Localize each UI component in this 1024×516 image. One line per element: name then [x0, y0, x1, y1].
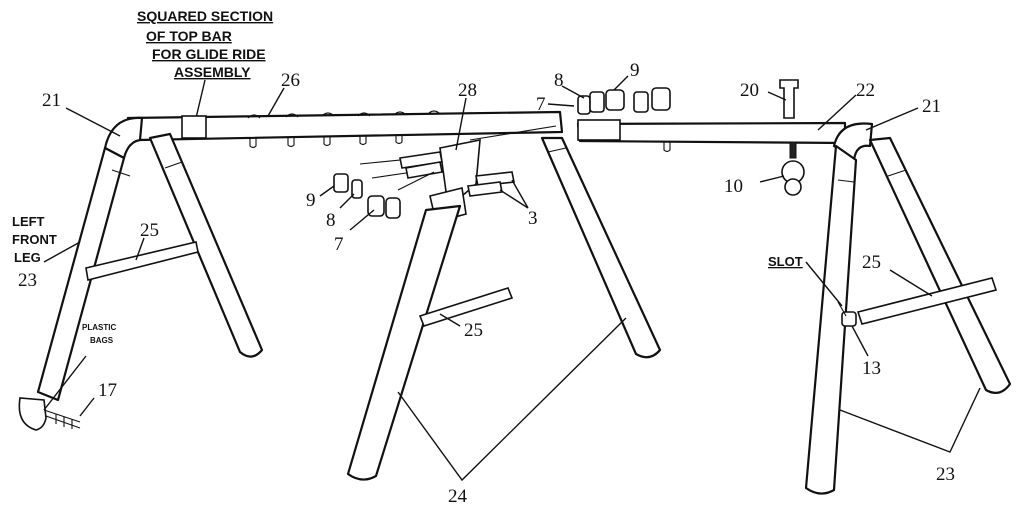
leader-21-right [865, 107, 919, 131]
leader-3 [499, 179, 529, 209]
callout-numbers: 21 21 26 28 8 9 7 20 22 10 25 23 9 8 7 3… [18, 60, 955, 507]
right-bar-bolt [663, 142, 671, 153]
title-line-3: FOR GLIDE RIDE [152, 46, 266, 62]
left-front-leg-23 [36, 146, 126, 402]
callout-21-right: 21 [922, 96, 941, 117]
text-labels: LEFT FRONT LEG PLASTIC BAGS SLOT [12, 214, 803, 345]
left-a-frame [18, 116, 264, 431]
leader-20 [767, 91, 787, 101]
callout-21-left: 21 [42, 90, 61, 111]
left-rear-leg [148, 132, 264, 358]
leader-10 [759, 175, 785, 183]
leader-24 [397, 317, 627, 482]
right-a-frame [804, 122, 1012, 495]
callout-9-upper: 9 [630, 60, 640, 81]
label-bags: BAGS [90, 336, 114, 345]
label-plastic: PLASTIC [82, 323, 116, 332]
nut-9-upper-a [605, 89, 625, 111]
leader-17 [79, 397, 95, 417]
screw-17 [43, 409, 81, 429]
nut-9-upper-c [651, 87, 671, 111]
leader-13 [851, 325, 869, 357]
center-front-leg-24 [346, 204, 462, 481]
callout-22: 22 [856, 80, 875, 101]
leader-25-center [439, 313, 461, 327]
left-corner-elbow [103, 116, 144, 160]
top-bar-coupler [577, 119, 621, 141]
top-bar-bolts [247, 110, 441, 149]
callout-24: 24 [448, 486, 468, 507]
callout-17: 17 [98, 380, 117, 401]
top-bar [126, 110, 847, 153]
callout-3: 3 [528, 208, 538, 229]
title-block: SQUARED SECTION OF TOP BAR FOR GLIDE RID… [137, 8, 273, 119]
callout-25-center: 25 [464, 320, 483, 341]
upper-hardware-cluster [577, 87, 671, 115]
callout-26: 26 [281, 70, 300, 91]
nut-9-left [333, 173, 349, 193]
right-front-leg [804, 144, 858, 495]
leader-lines [43, 75, 981, 482]
leader-26 [267, 87, 285, 117]
hook-10-ring [784, 178, 802, 196]
callout-25-left: 25 [140, 220, 159, 241]
bracket-bolt-upper [399, 151, 443, 169]
bolt-3-upper [475, 171, 515, 187]
leader-28 [455, 97, 467, 151]
washer-8-upper [589, 91, 605, 113]
callout-10: 10 [724, 176, 743, 197]
hanger-hardware [779, 79, 805, 196]
leader-9a [613, 75, 629, 91]
leader-25-left [135, 237, 145, 261]
title-line-2: OF TOP BAR [146, 28, 232, 44]
leader-8a [561, 85, 585, 99]
title-line-4: ASSEMBLY [174, 64, 251, 80]
leader-plastic-bags [43, 355, 87, 411]
callout-28: 28 [458, 80, 477, 101]
leader-22 [817, 94, 857, 131]
callout-23-right: 23 [936, 464, 955, 485]
center-rear-leg [540, 136, 662, 359]
washer-8-left [351, 179, 363, 199]
callout-23-left: 23 [18, 270, 37, 291]
callout-8-lower: 8 [326, 210, 336, 231]
leader-21-left [65, 107, 121, 137]
label-left: LEFT [12, 214, 45, 229]
label-front: FRONT [12, 232, 57, 247]
right-crossbar-25 [856, 277, 998, 325]
callout-25-right: 25 [862, 252, 881, 273]
washer-7-upper [577, 95, 591, 115]
leader-23-left [43, 241, 81, 263]
title-leader-line [195, 79, 206, 119]
leader-7b [349, 209, 375, 231]
callout-7-lower: 7 [334, 234, 344, 255]
leader-slot [805, 261, 843, 307]
callout-9-lower: 9 [306, 190, 316, 211]
bracket-bolt-lower [405, 161, 443, 179]
squared-section [181, 115, 207, 139]
callout-13: 13 [862, 358, 881, 379]
center-a-frame [333, 125, 662, 481]
title-line-1: SQUARED SECTION [137, 8, 273, 24]
leader-8b [339, 193, 355, 209]
callout-20: 20 [740, 80, 759, 101]
nut-9-upper-b [633, 91, 649, 113]
callout-7-upper: 7 [536, 94, 546, 115]
label-leg: LEG [14, 250, 41, 265]
plastic-bag-cap [18, 397, 47, 431]
leader-25-right [889, 269, 933, 297]
hook-shank [789, 141, 797, 159]
label-slot: SLOT [768, 254, 803, 269]
bolt-20 [779, 79, 799, 119]
leader-9b [319, 185, 335, 197]
leader-23-right [839, 387, 981, 453]
nut-7-left-b [385, 197, 401, 219]
callout-8-upper: 8 [554, 70, 564, 91]
left-crossbar-25 [85, 241, 199, 281]
bracket-13 [841, 311, 857, 327]
right-rear-leg [868, 136, 1012, 395]
leader-7a [547, 103, 575, 107]
